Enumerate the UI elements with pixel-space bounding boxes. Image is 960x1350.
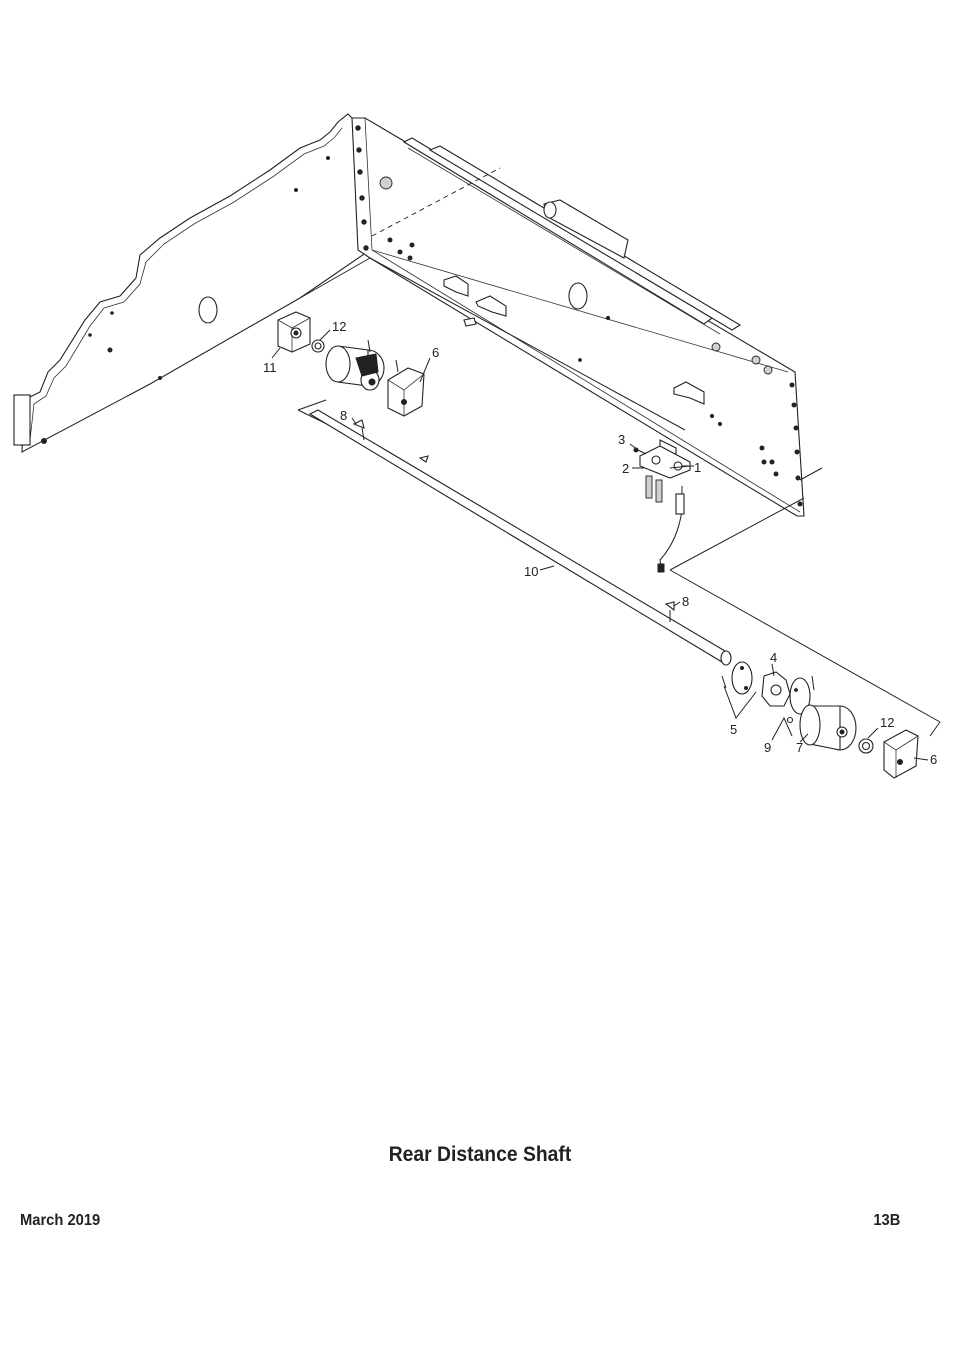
leader-line (799, 467, 823, 481)
right-bearing-assembly (721, 661, 919, 779)
footer-date: March 2019 (20, 1212, 101, 1229)
callout-2: 2 (622, 461, 629, 476)
callout-11: 11 (263, 360, 277, 375)
callout-8: 8 (340, 408, 347, 423)
leader-line (297, 399, 327, 411)
left-frame-plate (13, 113, 371, 453)
sensor-bracket-assembly (633, 413, 723, 573)
rear-frame-plate (351, 117, 805, 517)
leader-line (369, 257, 686, 431)
callout-1: 1 (694, 460, 701, 475)
callout-6: 6 (432, 345, 439, 360)
callout-7: 7 (796, 740, 803, 755)
callout-8: 8 (682, 594, 689, 609)
callout-leaders (271, 329, 929, 761)
exploded-parts-diagram: 1 2 3 4 5 6 6 7 8 8 9 10 11 12 12 (13, 113, 941, 779)
leader-line (929, 721, 941, 737)
callout-3: 3 (618, 432, 625, 447)
dashed-alignment-line (371, 167, 501, 237)
callout-9: 9 (764, 740, 771, 755)
left-bearing-assembly (277, 311, 425, 417)
distance-shaft (308, 409, 732, 666)
callout-12: 12 (332, 319, 346, 334)
leader-line (299, 257, 371, 299)
callout-12: 12 (880, 715, 894, 730)
leader-line (669, 569, 941, 723)
callout-4: 4 (770, 650, 777, 665)
callout-10: 10 (524, 564, 538, 579)
footer-page-number: 13B (872, 1212, 900, 1229)
callout-5: 5 (730, 722, 737, 737)
page-title: Rear Distance Shaft (388, 1143, 572, 1166)
callout-6: 6 (930, 752, 937, 767)
leader-line (669, 497, 805, 571)
